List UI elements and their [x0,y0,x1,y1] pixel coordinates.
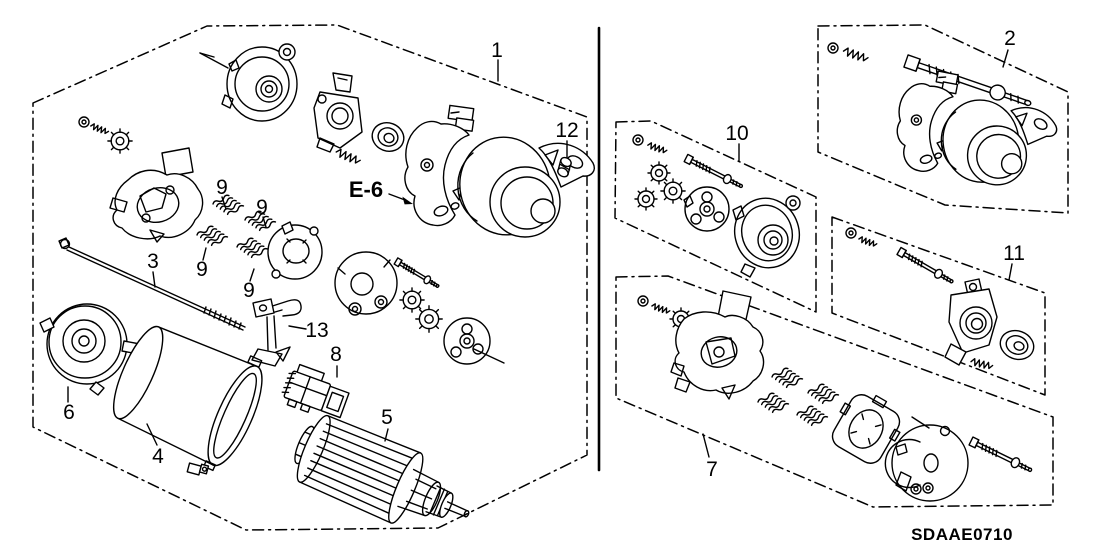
clutch-plate [444,318,490,364]
group-box-7 [616,276,1053,507]
plug-part [554,156,575,179]
washer-spring-gear-set [78,116,133,154]
callout-9b[interactable]: 9 [256,196,268,219]
callout-7[interactable]: 7 [706,458,718,481]
leader-lines [68,50,1012,457]
front-cover-part [40,304,140,395]
gear-set-10 [632,134,808,277]
diagram-code: SDAAE0710 [911,525,1013,544]
group-box-11 [832,217,1045,395]
engine-ref-arrow [389,194,413,205]
callout-2[interactable]: 2 [1004,27,1016,50]
callout-9c[interactable]: 9 [196,258,208,281]
engine-ref-label[interactable]: E-6 [349,177,383,202]
grommet [368,118,408,155]
callout-5[interactable]: 5 [381,406,393,429]
callout-12[interactable]: 12 [555,119,578,142]
idler-gears [399,287,444,334]
gear-housing [110,148,203,242]
group-box-10 [615,121,816,312]
callout-10[interactable]: 10 [725,122,748,145]
callout-6[interactable]: 6 [63,401,75,424]
shift-lever [252,299,301,366]
yoke-part [100,311,275,477]
group-box-1 [33,25,587,530]
callout-3[interactable]: 3 [147,250,159,273]
end-plate [335,252,397,315]
solenoid-set-11 [845,227,1038,371]
callout-9a[interactable]: 9 [216,176,228,199]
brush-holder-part [279,362,353,423]
callout-13[interactable]: 13 [305,319,328,342]
callout-9d[interactable]: 9 [243,279,255,302]
end-cover-top [222,44,297,121]
small-bolt [393,256,442,291]
commutator-frame-ring [268,222,322,279]
group-box-2 [818,25,1068,213]
callout-8[interactable]: 8 [330,343,342,366]
magnetic-switch-bracket [314,73,362,167]
callout-11[interactable]: 11 [1003,242,1025,265]
terminal-stud [187,461,208,477]
armature-part [284,408,483,550]
gear-housing-set-7 [637,291,1035,501]
through-bolt [59,238,245,330]
callout-4[interactable]: 4 [152,445,164,468]
callout-1[interactable]: 1 [491,39,503,62]
